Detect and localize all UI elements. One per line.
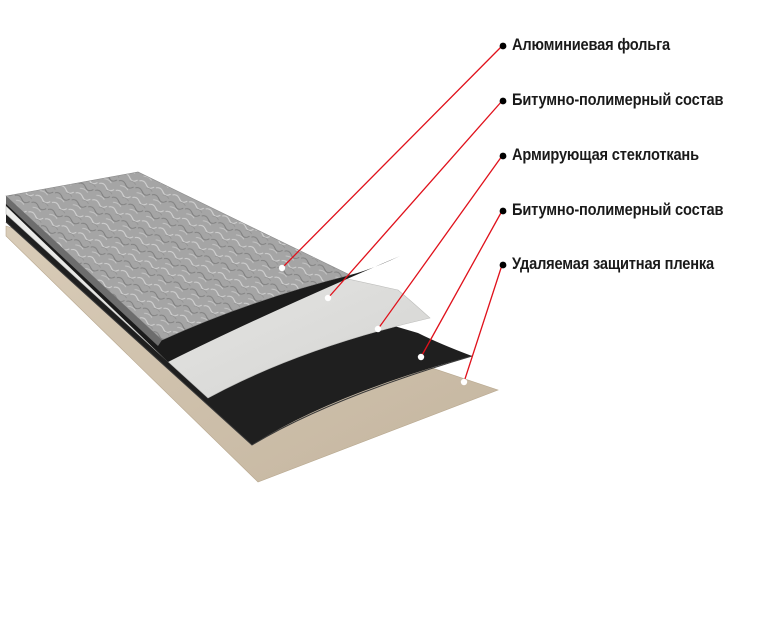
marker-bitumen-lower <box>417 353 425 361</box>
label-bitumen-lower: Битумно-полимерный состав <box>512 200 724 219</box>
leader-line-bitumen-upper <box>327 100 503 299</box>
leader-line-film <box>463 264 503 383</box>
marker-film <box>460 378 468 386</box>
bullet-bitumen-lower <box>499 207 507 215</box>
label-aluminium-foil: Алюминиевая фольга <box>512 35 670 54</box>
label-bullets <box>499 42 507 269</box>
bullet-foil <box>499 42 507 50</box>
leader-line-bitumen-lower <box>420 210 503 358</box>
bullet-bitumen-upper <box>499 97 507 105</box>
bullet-film <box>499 261 507 269</box>
layer-markers <box>278 264 468 386</box>
layer-aluminium-foil <box>5 171 351 341</box>
marker-fiberglass <box>374 325 382 333</box>
leader-line-fiberglass <box>377 155 503 330</box>
bullet-fiberglass <box>499 152 507 160</box>
leader-lines <box>281 45 503 383</box>
label-release-film: Удаляемая защитная пленка <box>512 254 714 273</box>
label-bitumen-upper: Битумно-полимерный состав <box>512 90 724 109</box>
marker-foil <box>278 264 286 272</box>
label-fiberglass: Армирующая стеклоткань <box>512 145 699 164</box>
leader-line-foil <box>281 45 503 269</box>
marker-bitumen-upper <box>324 294 332 302</box>
